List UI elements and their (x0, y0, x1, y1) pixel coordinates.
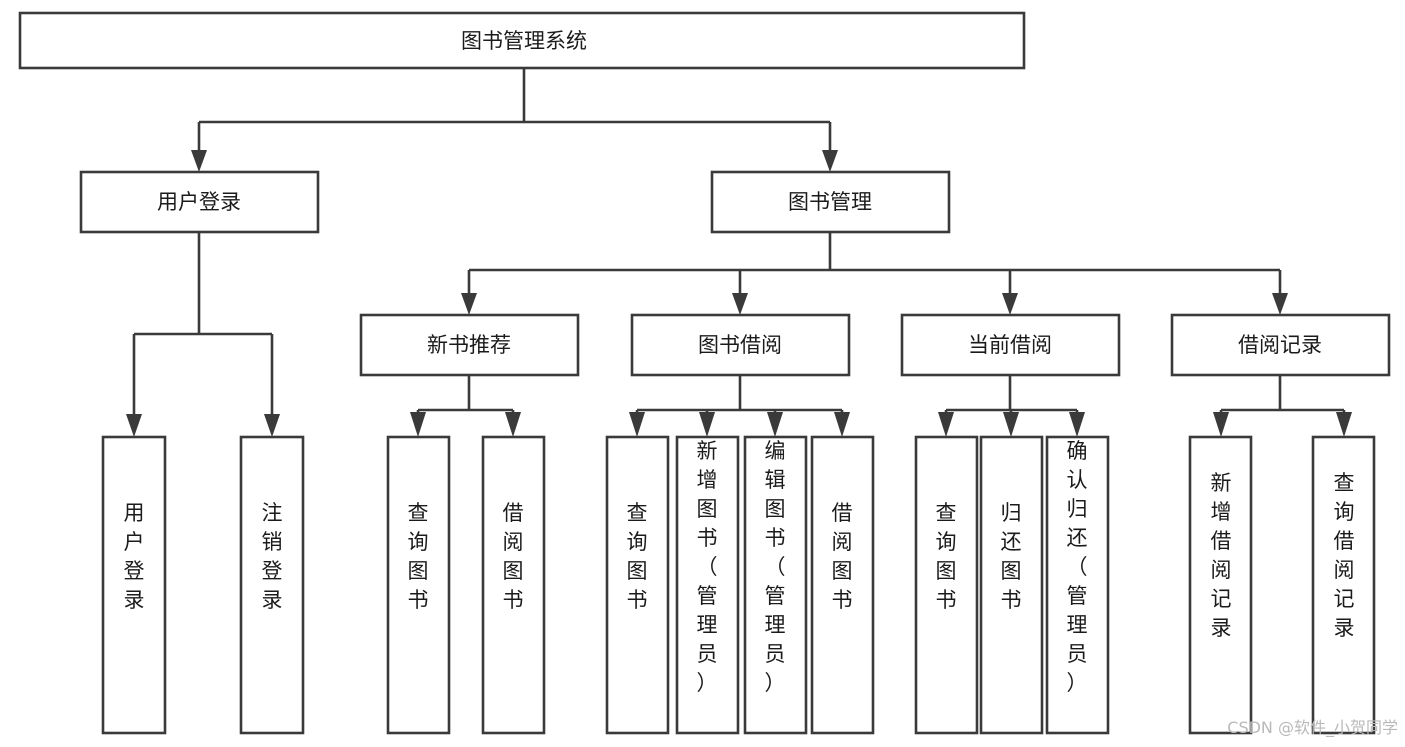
arrow-head-borrow-record (1272, 293, 1288, 315)
node-new-book-recommend[interactable]: 新书推荐 (359, 313, 580, 377)
node-user-login[interactable]: 用户登录 (79, 170, 320, 234)
arrow-head-leaf-br-query (1336, 412, 1352, 437)
leaf-book-borrow-add-label: 新增图书（管理员） (697, 439, 718, 695)
leaf-current-borrow-return-label: 归还图书 (1001, 501, 1022, 612)
node-new-book-recommend-box[interactable] (359, 313, 580, 377)
leaf-book-borrow-edit-box[interactable] (743, 435, 808, 735)
leaf-book-borrow-query[interactable]: 查询图书 (605, 435, 670, 735)
arrow-head-user-login (191, 150, 207, 172)
leaf-book-borrow-borrow[interactable]: 借阅图书 (810, 435, 875, 735)
node-current-borrow[interactable]: 当前借阅 (900, 313, 1121, 377)
leaf-current-borrow-query-box[interactable] (914, 435, 979, 735)
leaf-book-borrow-add[interactable]: 新增图书（管理员） (675, 435, 740, 735)
leaf-book-borrow-add-box[interactable] (675, 435, 740, 735)
arrow-head-leaf-nb-query (410, 412, 426, 437)
arrow-head-leaf-user-login (126, 414, 142, 437)
leaf-user-login-login-box[interactable] (101, 435, 167, 735)
leaf-borrow-record-add-box[interactable] (1188, 435, 1253, 735)
leaf-book-borrow-borrow-box[interactable] (810, 435, 875, 735)
arrow-head-new-book (461, 293, 477, 315)
node-book-manage[interactable]: 图书管理 (710, 170, 951, 234)
leaf-current-borrow-query[interactable]: 查询图书 (914, 435, 979, 735)
arrow-head-book-manage (822, 150, 838, 172)
node-new-book-recommend-label: 新书推荐 (427, 333, 511, 357)
leaf-current-borrow-return[interactable]: 归还图书 (979, 435, 1044, 735)
leaf-borrow-record-add-label: 新增借阅记录 (1211, 471, 1232, 640)
node-user-login-label: 用户登录 (157, 190, 241, 214)
arrow-head-leaf-cb-return (1003, 412, 1019, 437)
arrow-head-leaf-bb-add (699, 412, 715, 437)
node-root[interactable]: 图书管理系统 (18, 11, 1026, 70)
node-book-manage-label: 图书管理 (788, 190, 872, 214)
leaf-borrow-record-add[interactable]: 新增借阅记录 (1188, 435, 1253, 735)
leaf-book-borrow-edit-label: 编辑图书（管理员） (765, 439, 786, 695)
leaf-current-borrow-confirm-box[interactable] (1045, 435, 1110, 735)
watermark-label: CSDN @软件_小贺同学 (1227, 718, 1398, 738)
arrow-head-leaf-cb-confirm (1069, 412, 1085, 437)
leaf-new-book-query-box[interactable] (386, 435, 451, 735)
node-book-borrow-box[interactable] (630, 313, 851, 377)
arrow-head-leaf-br-add (1213, 412, 1229, 437)
node-user-login-box[interactable] (79, 170, 320, 234)
node-root-box[interactable] (18, 11, 1026, 70)
leaf-borrow-record-query[interactable]: 查询借阅记录 (1311, 435, 1376, 735)
node-borrow-record[interactable]: 借阅记录 (1170, 313, 1391, 377)
leaf-borrow-record-query-box[interactable] (1311, 435, 1376, 735)
leaf-current-borrow-confirm-label: 确认归还（管理员） (1067, 439, 1088, 695)
leaf-user-login-logout-label: 注销登录 (262, 501, 283, 612)
leaf-new-book-borrow-label: 借阅图书 (503, 501, 524, 612)
leaf-book-borrow-borrow-label: 借阅图书 (832, 501, 853, 612)
node-root-label: 图书管理系统 (461, 29, 587, 53)
leaf-book-borrow-edit[interactable]: 编辑图书（管理员） (743, 435, 808, 735)
arrow-head-leaf-cb-query (938, 412, 954, 437)
leaf-user-login-login[interactable]: 用户登录 (101, 435, 167, 735)
node-current-borrow-box[interactable] (900, 313, 1121, 377)
arrow-head-leaf-logout (264, 414, 280, 437)
arrow-head-leaf-nb-borrow (505, 412, 521, 437)
node-borrow-record-box[interactable] (1170, 313, 1391, 377)
arrow-head-leaf-bb-query (629, 412, 645, 437)
arrow-head-leaf-bb-borrow (834, 412, 850, 437)
node-book-borrow[interactable]: 图书借阅 (630, 313, 851, 377)
leaf-current-borrow-query-label: 查询图书 (936, 501, 957, 612)
leaf-new-book-query-label: 查询图书 (408, 501, 429, 612)
leaf-book-borrow-query-box[interactable] (605, 435, 670, 735)
leaf-borrow-record-query-label: 查询借阅记录 (1334, 471, 1355, 640)
arrow-head-current-borrow (1002, 293, 1018, 315)
leaf-user-login-logout[interactable]: 注销登录 (239, 435, 305, 735)
leaf-new-book-query[interactable]: 查询图书 (386, 435, 451, 735)
leaf-user-login-logout-box[interactable] (239, 435, 305, 735)
connector-layer (126, 68, 1352, 437)
node-current-borrow-label: 当前借阅 (968, 333, 1052, 357)
leaf-new-book-borrow-box[interactable] (481, 435, 546, 735)
arrow-head-book-borrow (732, 293, 748, 315)
leaf-book-borrow-query-label: 查询图书 (627, 501, 648, 612)
leaf-current-borrow-return-box[interactable] (979, 435, 1044, 735)
arrow-head-leaf-bb-edit (767, 412, 783, 437)
leaf-new-book-borrow[interactable]: 借阅图书 (481, 435, 546, 735)
leaf-user-login-login-label: 用户登录 (124, 501, 145, 612)
node-book-borrow-label: 图书借阅 (698, 333, 782, 357)
node-borrow-record-label: 借阅记录 (1238, 333, 1322, 357)
node-book-manage-box[interactable] (710, 170, 951, 234)
leaf-current-borrow-confirm[interactable]: 确认归还（管理员） (1045, 435, 1110, 735)
